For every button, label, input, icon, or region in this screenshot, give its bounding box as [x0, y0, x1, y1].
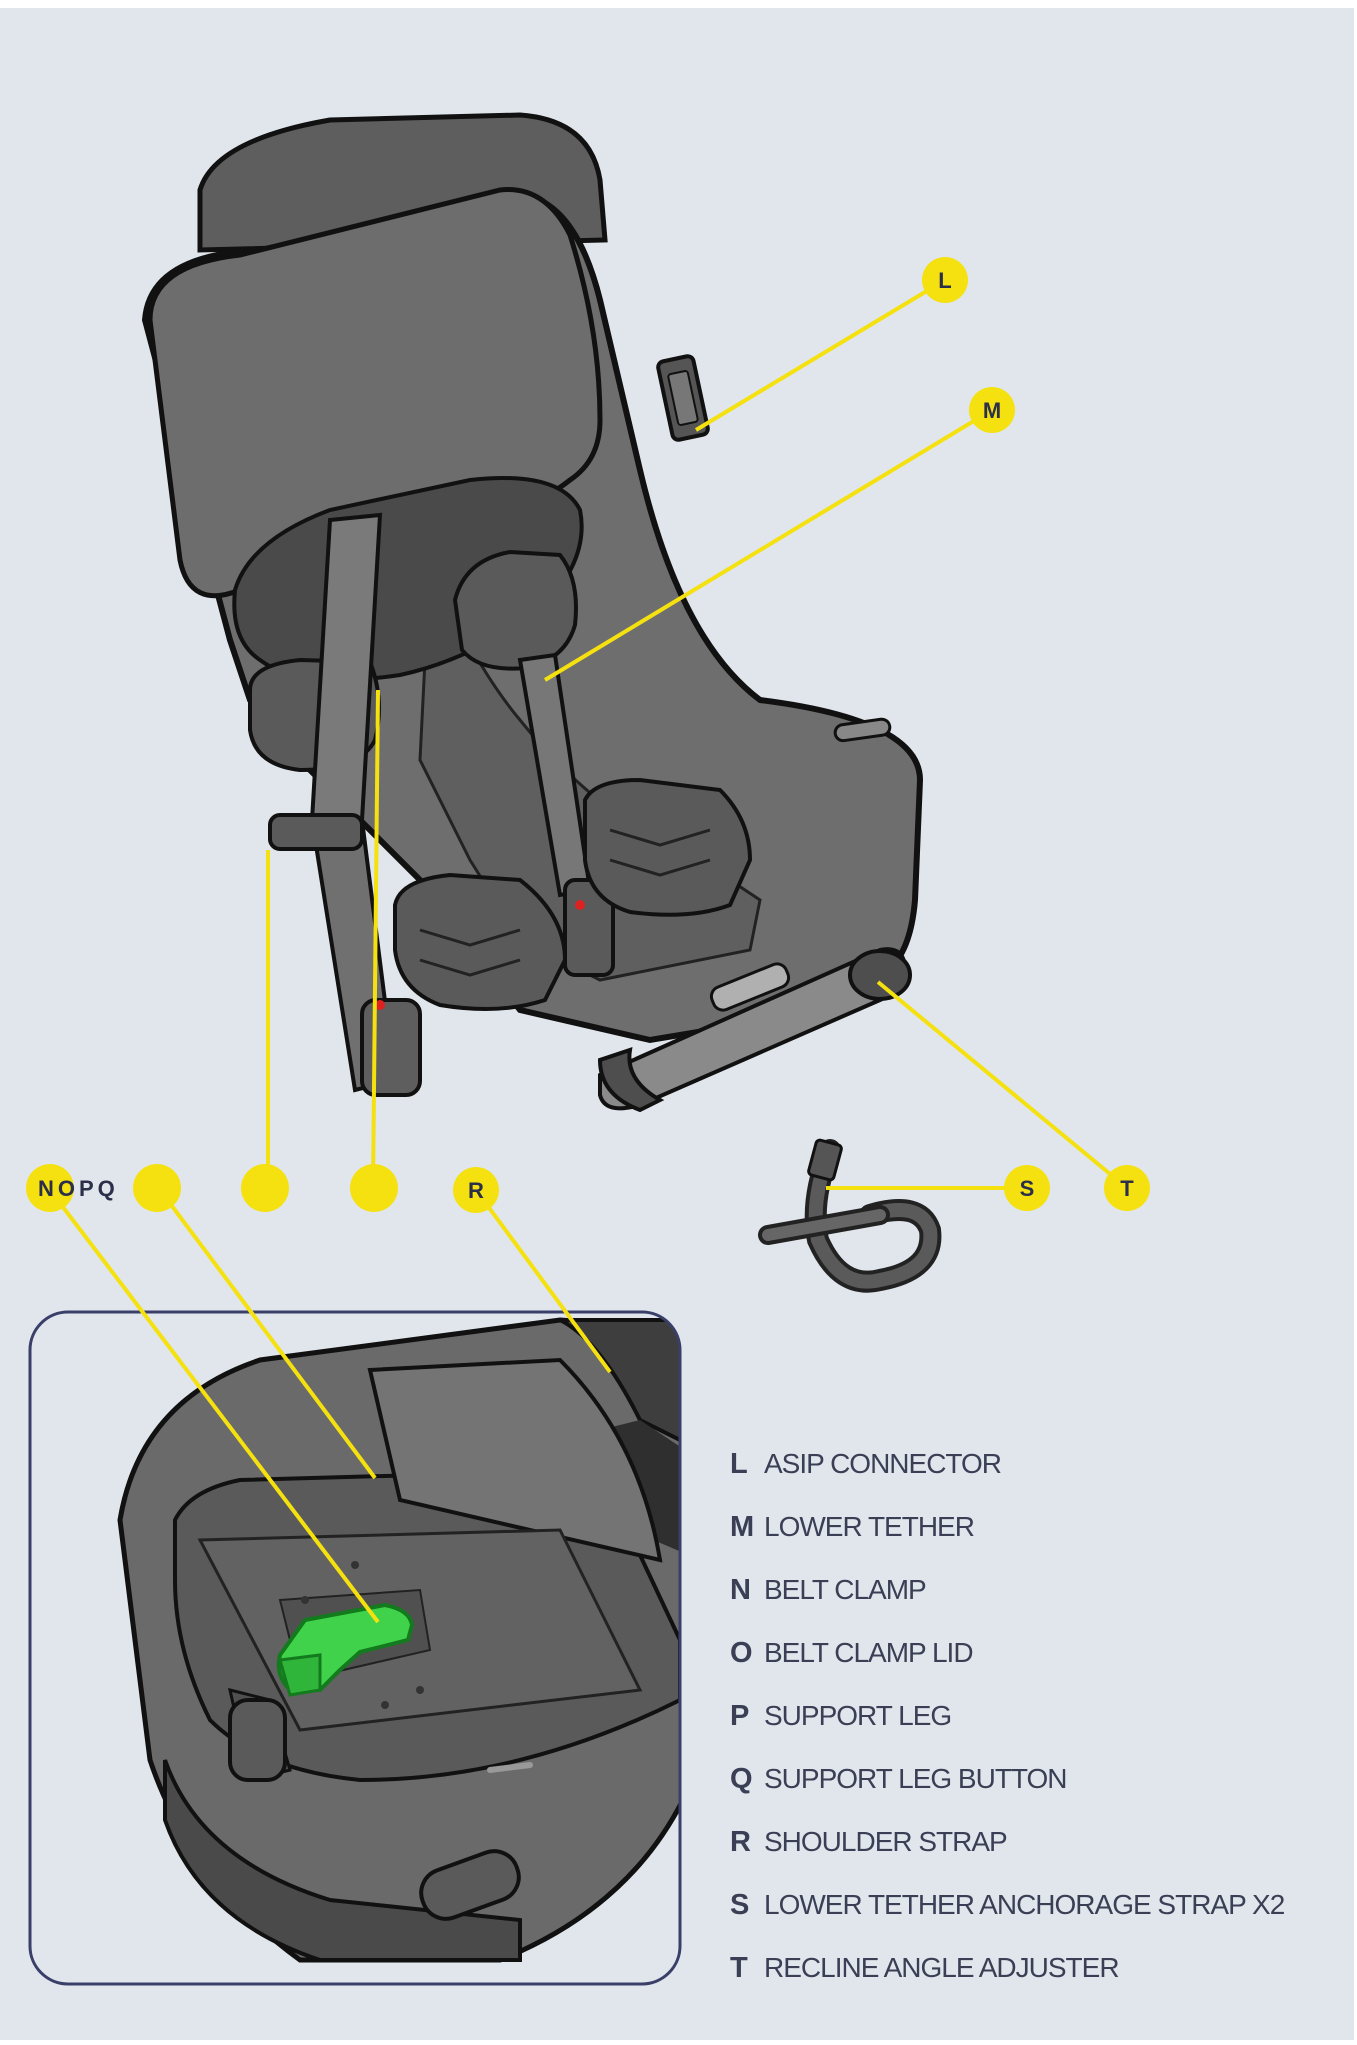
callout-S	[1004, 1165, 1050, 1211]
legend-row-N: N BELT CLAMP	[730, 1574, 1330, 1637]
legend-text: ASIP CONNECTOR	[764, 1448, 1002, 1479]
legend-key: N	[730, 1574, 751, 1606]
callout-T	[1104, 1165, 1150, 1211]
callout-L	[922, 257, 968, 303]
legend-text: LOWER TETHER ANCHORAGE STRAP X2	[764, 1889, 1285, 1920]
legend-key: S	[730, 1889, 750, 1921]
legend-row-R: R SHOULDER STRAP	[730, 1826, 1330, 1889]
callout-M-label: M	[983, 398, 1001, 423]
legend-text: LOWER TETHER	[764, 1511, 975, 1542]
legend-text: BELT CLAMP	[764, 1574, 927, 1605]
legend-row-L: L ASIP CONNECTOR	[730, 1448, 1330, 1511]
inset-detail	[28, 1310, 682, 1986]
callout-P	[241, 1164, 289, 1212]
callout-N	[26, 1164, 74, 1212]
callout-S-label: S	[1020, 1176, 1035, 1201]
callout-L-label: L	[938, 268, 951, 293]
legend-key: M	[730, 1511, 755, 1543]
legend-key: R	[730, 1826, 751, 1858]
legend-row-T: T RECLINE ANGLE ADJUSTER	[730, 1952, 1330, 2015]
legend-text: SHOULDER STRAP	[764, 1826, 1008, 1857]
callout-markers: L M NOPQ R S T	[26, 257, 1150, 1213]
legend-row-O: O BELT CLAMP LID	[730, 1637, 1330, 1700]
legend-key: L	[730, 1448, 748, 1480]
callout-Q	[350, 1164, 398, 1212]
callout-O	[133, 1164, 181, 1212]
callout-NOPQ-label: NOPQ	[38, 1176, 119, 1201]
callout-R	[453, 1167, 499, 1213]
legend-key: P	[730, 1700, 750, 1732]
leader-lines	[48, 278, 1129, 1624]
legend-text: SUPPORT LEG BUTTON	[764, 1763, 1068, 1794]
legend-text: RECLINE ANGLE ADJUSTER	[764, 1952, 1120, 1983]
callout-M	[969, 387, 1015, 433]
callout-T-label: T	[1120, 1176, 1134, 1201]
legend-key: Q	[730, 1763, 753, 1795]
legend-row-S: S LOWER TETHER ANCHORAGE STRAP X2	[730, 1889, 1330, 1952]
legend-key: O	[730, 1637, 753, 1669]
legend-row-Q: Q SUPPORT LEG BUTTON	[730, 1763, 1330, 1826]
tether-strap	[758, 1138, 942, 1293]
legend-row-P: P SUPPORT LEG	[730, 1700, 1330, 1763]
legend-row-M: M LOWER TETHER	[730, 1511, 1330, 1574]
car-seat	[141, 112, 924, 1113]
callout-R-label: R	[468, 1178, 484, 1203]
parts-legend: L ASIP CONNECTOR M LOWER TETHER N BELT CLAM…	[730, 1448, 1330, 2015]
legend-text: SUPPORT LEG	[764, 1700, 952, 1731]
legend-text: BELT CLAMP LID	[764, 1637, 974, 1668]
legend-key: T	[730, 1952, 748, 1984]
